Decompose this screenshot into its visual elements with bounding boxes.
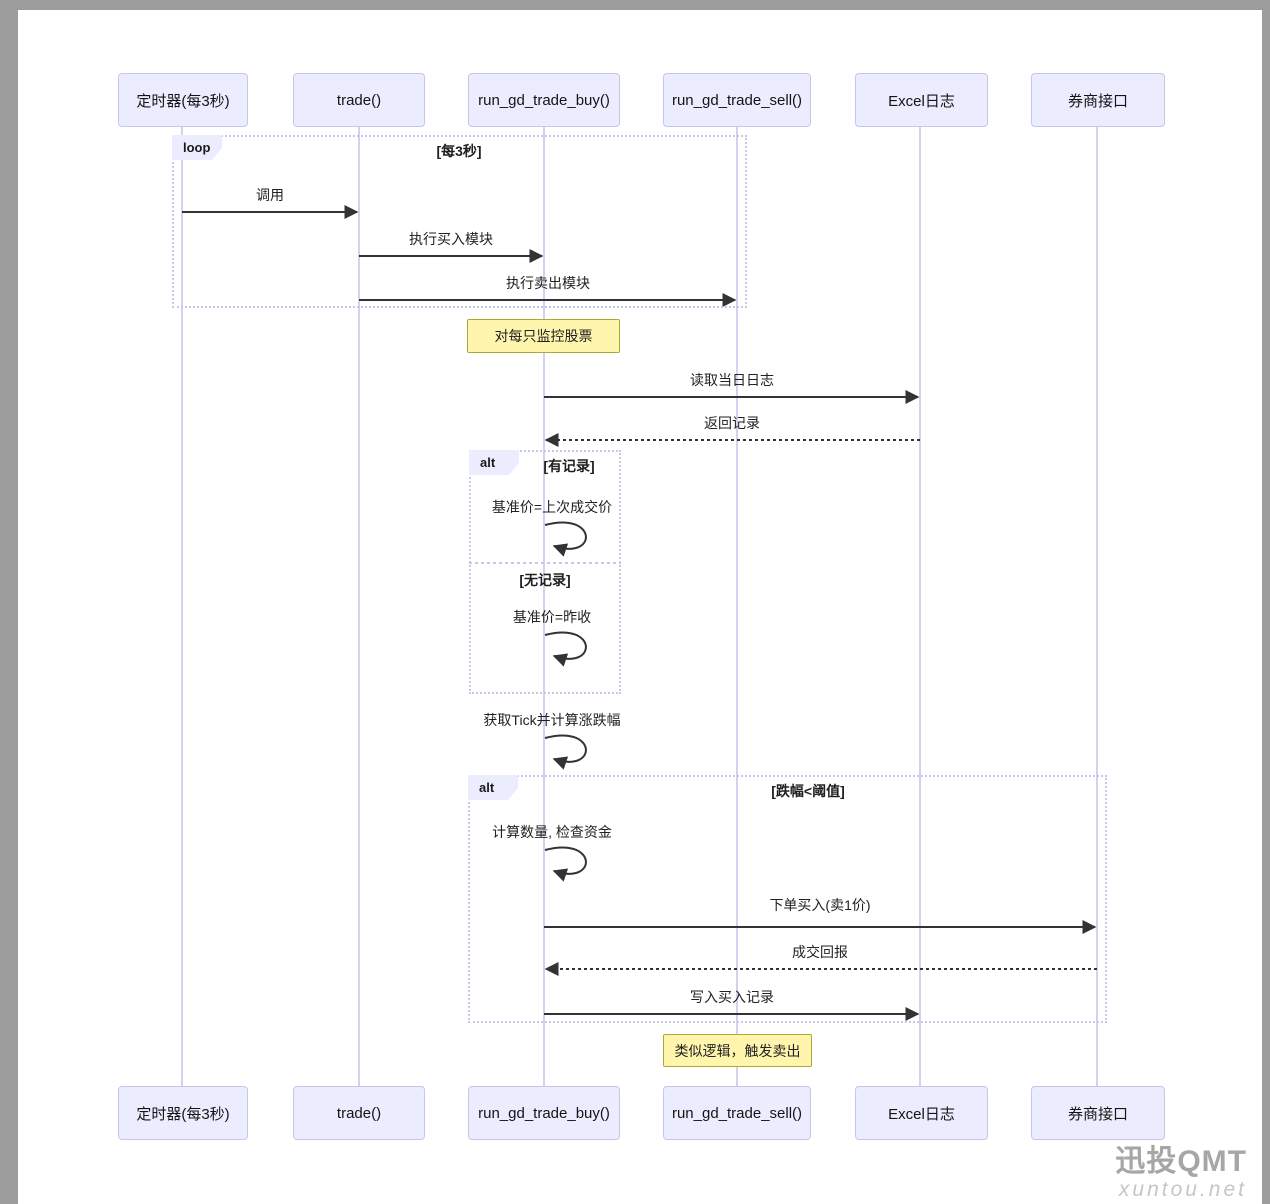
participant-trade-bottom: trade() — [293, 1086, 425, 1140]
loop-condition: [每3秒] — [436, 143, 482, 159]
msg-calc-qty: 计算数量, 检查资金 — [492, 824, 612, 840]
alt-keyword-tab: alt — [469, 450, 519, 475]
participant-label: run_gd_trade_buy() — [478, 91, 610, 109]
msg-read-log: 读取当日日志 — [690, 372, 774, 388]
participant-label: 定时器(每3秒) — [136, 92, 230, 110]
participant-timer-top: 定时器(每3秒) — [118, 73, 248, 127]
participant-timer-bottom: 定时器(每3秒) — [118, 1086, 248, 1140]
note-sell-similar: 类似逻辑，触发卖出 — [663, 1034, 812, 1067]
msg-base-last-price: 基准价=上次成交价 — [491, 499, 613, 515]
participant-label: 券商接口 — [1067, 92, 1128, 110]
alt-threshold-frame: alt — [468, 775, 1107, 1023]
lifelines — [181, 127, 1098, 1086]
selfloop-get-tick — [544, 734, 587, 770]
alt-keyword-tab: alt — [468, 775, 518, 800]
participant-buy-bottom: run_gd_trade_buy() — [468, 1086, 620, 1140]
msg-write-buy: 写入买入记录 — [690, 989, 774, 1005]
alt-threshold-condition: [跌幅<阈值] — [771, 783, 845, 799]
frame-keyword: alt — [480, 455, 496, 470]
msg-return-records: 返回记录 — [704, 415, 760, 431]
msg-run-buy: 执行买入模块 — [409, 231, 493, 247]
participant-label: Excel日志 — [888, 1105, 955, 1123]
participant-label: run_gd_trade_sell() — [671, 91, 803, 109]
loop-frame: loop — [172, 135, 747, 308]
msg-place-buy: 下单买入(卖1价) — [769, 897, 871, 913]
frame-keyword: loop — [183, 140, 211, 155]
participant-trade-top: trade() — [293, 73, 425, 127]
participant-label: Excel日志 — [888, 92, 955, 110]
alt-records-condition-has: [有记录] — [543, 458, 595, 474]
selfloop-calc-qty — [544, 846, 587, 882]
sequence-wires — [181, 127, 1098, 1086]
participant-label: run_gd_trade_buy() — [478, 1104, 610, 1122]
diagram-canvas: 定时器(每3秒) trade() run_gd_trade_buy() run_… — [18, 10, 1262, 1204]
participant-label: 券商接口 — [1067, 1105, 1128, 1123]
note-per-stock: 对每只监控股票 — [467, 319, 620, 353]
participant-excel-top: Excel日志 — [855, 73, 988, 127]
participant-excel-bottom: Excel日志 — [855, 1086, 988, 1140]
loop-keyword-tab: loop — [172, 135, 222, 160]
participant-label: trade() — [336, 1104, 382, 1122]
watermark-brand: 迅投QMT — [1115, 1145, 1247, 1178]
participant-sell-bottom: run_gd_trade_sell() — [663, 1086, 811, 1140]
msg-call: 调用 — [256, 187, 284, 203]
note-text: 类似逻辑，触发卖出 — [674, 1042, 801, 1059]
msg-fill-report: 成交回报 — [792, 944, 848, 960]
participant-label: run_gd_trade_sell() — [671, 1104, 803, 1122]
participant-buy-top: run_gd_trade_buy() — [468, 73, 620, 127]
frame-keyword: alt — [479, 780, 495, 795]
alt-records-frame: alt — [469, 450, 621, 694]
participant-broker-top: 券商接口 — [1031, 73, 1165, 127]
msg-get-tick: 获取Tick并计算涨跌幅 — [483, 712, 621, 728]
participant-label: 定时器(每3秒) — [136, 1105, 230, 1123]
participant-broker-bottom: 券商接口 — [1031, 1086, 1165, 1140]
alt-records-condition-none: [无记录] — [519, 572, 571, 588]
watermark-site: xuntou.net — [1118, 1178, 1247, 1201]
watermark: 迅投QMT xuntou.net — [1115, 1146, 1247, 1202]
msg-run-sell: 执行卖出模块 — [506, 275, 590, 291]
participant-sell-top: run_gd_trade_sell() — [663, 73, 811, 127]
selfloop-base-last-price — [544, 521, 587, 557]
selfloop-base-prev-close — [544, 631, 587, 667]
note-text: 对每只监控股票 — [494, 328, 593, 344]
participant-label: trade() — [336, 91, 382, 109]
msg-base-prev-close: 基准价=昨收 — [512, 609, 592, 625]
